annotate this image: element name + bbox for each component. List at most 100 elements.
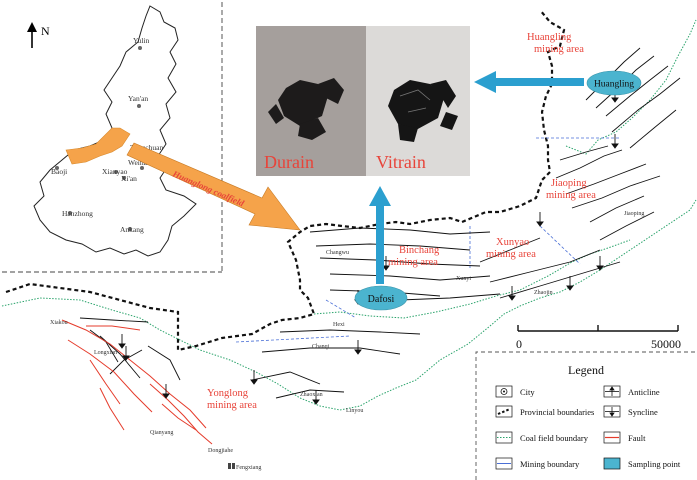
coal-field-boundary-inner (313, 239, 631, 319)
sampling-point-huangling: Huangling (586, 70, 642, 96)
xunyao-mining-area-line2: mining area (486, 249, 536, 260)
yonglong-mining-area-line2: mining area (207, 400, 257, 411)
city-symbol-icon (500, 388, 508, 395)
city-label: Yulin (133, 36, 150, 45)
place-label: Xiakou (50, 320, 68, 326)
legend-syncline: Syncline (628, 407, 658, 417)
place-label: Longxian (94, 350, 117, 356)
durain-label: Durain (264, 152, 314, 172)
city-dot (122, 176, 126, 180)
legend-box (603, 431, 621, 444)
sampling-point-label: Dafosi (368, 294, 395, 305)
scale-bar-end: 50000 (651, 337, 681, 351)
provincial-boundary-symbol-icon (497, 408, 511, 415)
huangling-mining-area-line1: Huangling (527, 32, 572, 43)
city-label: Hanzhong (62, 209, 93, 218)
city-label: Xianyao (102, 167, 128, 176)
geological-lines (79, 47, 681, 399)
legend-fault: Fault (628, 433, 646, 443)
sampling-point-symbol-icon (603, 457, 621, 470)
sampling-point-label: Huangling (594, 80, 634, 90)
place-label: Xunyi (456, 276, 471, 282)
dafosi-arrow-icon (369, 186, 391, 284)
city-label: Xi'an (121, 174, 137, 183)
legend: Legend City Anticline Provincial boundar… (475, 351, 697, 480)
place-label: Chanqi (312, 344, 330, 350)
huangling-mining-area-line2: mining area (534, 44, 584, 55)
legend-box (495, 457, 513, 470)
xunyao-mining-area-line1: Xunyao (496, 237, 529, 248)
legend-sampling-point: Sampling point (628, 459, 681, 469)
place-label: Fengxiang (236, 465, 261, 471)
xunyao-mining-area-label: Xunyao mining area (486, 237, 536, 260)
syncline-symbol-icon (605, 407, 619, 417)
place-label: Zhaojin (534, 290, 553, 296)
yonglong-mining-area-line1: Yonglong (207, 388, 249, 399)
north-label: N (41, 24, 50, 38)
coal-field-boundary-north (565, 19, 697, 155)
city-dot (114, 170, 118, 174)
legend-anticline: Anticline (628, 387, 660, 397)
binchang-mining-area-line2: mining area (388, 257, 438, 268)
city-dot (140, 166, 144, 170)
shaanxi-outline (33, 5, 197, 257)
city-dot (68, 211, 72, 215)
inset-map: N Yulin Yan'an Tongchuan Weinan Baoji Xi… (2, 2, 301, 273)
city-dot (55, 166, 59, 170)
sample-photo: Durain Vitrain (256, 26, 470, 176)
city-label: Ankang (120, 225, 144, 234)
huanglong-coalfield-area (65, 127, 131, 165)
legend-coal-field-boundary: Coal field boundary (520, 433, 589, 443)
legend-box (603, 385, 621, 398)
legend-box (495, 405, 513, 418)
coal-field-boundary (1, 199, 697, 411)
binchang-mining-area-label: Binchang mining area (388, 245, 442, 268)
jiaoping-mining-area-label: Jiaoping mining area (546, 178, 596, 201)
anticline-symbol-icon (605, 386, 619, 396)
legend-box (495, 385, 513, 398)
legend-provincial-boundaries: Provincial boundaries (520, 407, 594, 417)
yonglong-mining-area-label: Yonglong mining area (207, 388, 257, 411)
scale-bar-start: 0 (516, 337, 522, 351)
legend-box (603, 405, 621, 418)
fengxiang-marker (228, 463, 235, 469)
place-label: Linyou (346, 408, 363, 414)
huangling-arrow-icon (474, 71, 584, 93)
coalfield-arrow-icon (126, 142, 301, 231)
north-arrow-icon (27, 22, 37, 48)
place-label: Hexi (333, 322, 345, 328)
city-dot (137, 104, 141, 108)
place-label: Qianyang (150, 430, 173, 436)
huangling-mining-area-label: Huangling mining area (527, 32, 584, 55)
legend-title: Legend (568, 363, 604, 377)
durain-sample (268, 78, 344, 140)
legend-city: City (520, 387, 535, 397)
city-label: Yan'an (128, 94, 148, 103)
vitrain-highlights (399, 89, 431, 113)
vitrain-label: Vitrain (376, 152, 426, 172)
place-label: Dongjiahe (208, 448, 233, 454)
legend-frame (475, 351, 697, 480)
place-labels: Jiaoping Changwu Xunyi Zhaojin Hexi Chan… (50, 211, 644, 471)
inset-cities: Yulin Yan'an Tongchuan Weinan Baoji Xian… (51, 36, 163, 234)
city-label: Tongchuan (130, 143, 163, 152)
scale-bar: 0 50000 (516, 325, 681, 351)
jiaoping-mining-area-line2: mining area (546, 190, 596, 201)
legend-box (495, 431, 513, 444)
vitrain-sample (388, 80, 458, 142)
city-dot (128, 227, 132, 231)
faults (61, 319, 213, 445)
sampling-point-dafosi: Dafosi (354, 285, 408, 311)
main-map: Jiaoping Changwu Xunyi Zhaojin Hexi Chan… (1, 9, 697, 471)
city-dot (138, 46, 142, 50)
binchang-mining-area-line1: Binchang (399, 245, 440, 256)
mining-boundaries (235, 137, 620, 343)
legend-mining-boundary: Mining boundary (520, 459, 580, 469)
city-label: Weinan (128, 158, 151, 167)
place-label: Jiaoping (624, 211, 644, 217)
jiaoping-mining-area-line1: Jiaoping (551, 178, 587, 189)
place-label: Changwu (326, 250, 349, 256)
place-label: Zhaoxian (300, 392, 323, 398)
